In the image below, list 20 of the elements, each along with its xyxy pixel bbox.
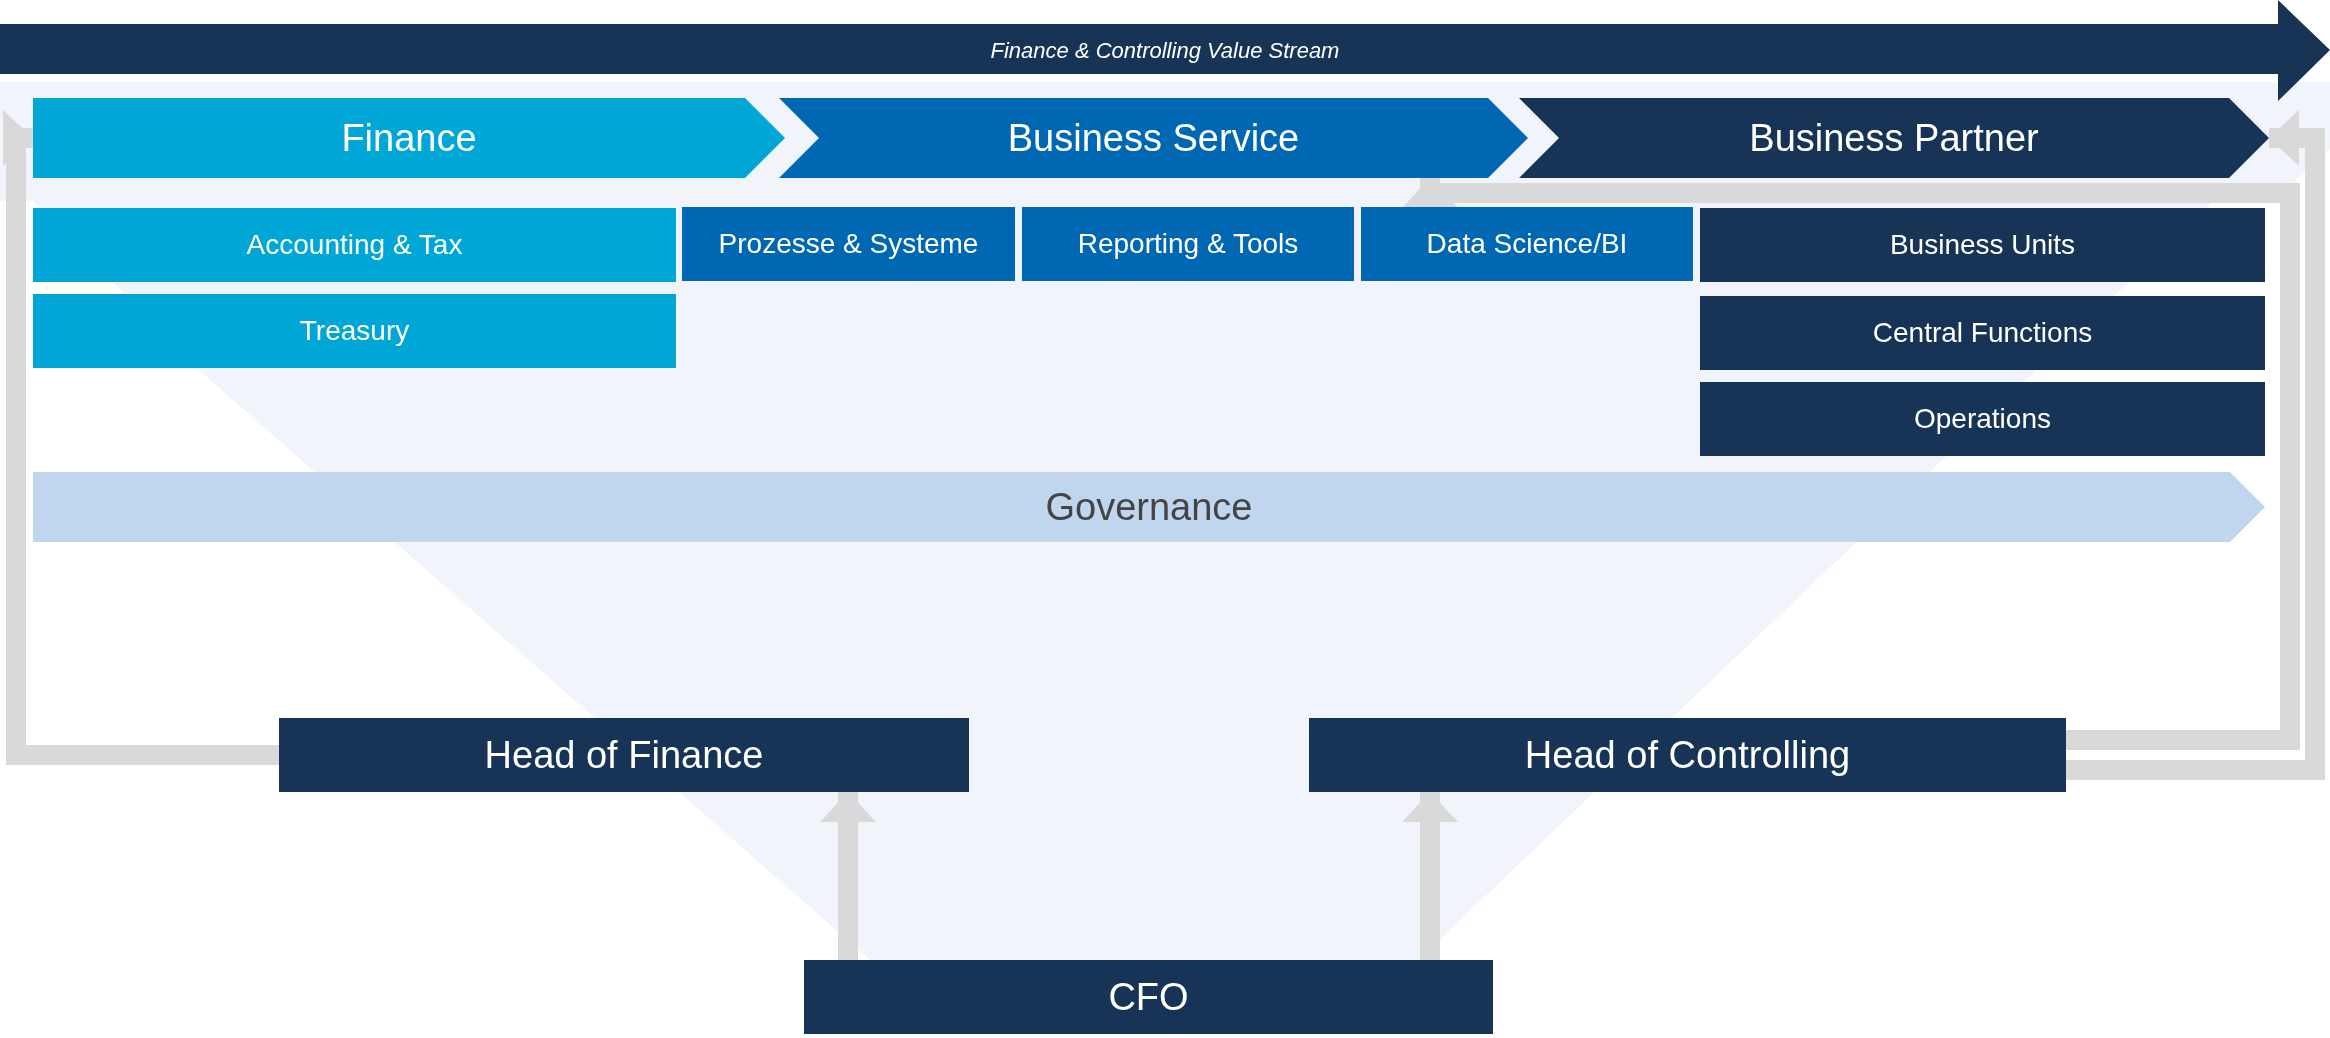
process-box: Treasury (33, 294, 676, 368)
arrow (3, 110, 279, 765)
arrow (820, 792, 876, 960)
process-box: Central Functions (1700, 296, 2265, 370)
role-box: Head of Finance (279, 718, 969, 792)
role-box: Head of Controlling (1309, 718, 2066, 792)
phase-header: Business Partner (1519, 98, 2269, 178)
phase-header: Finance (33, 98, 785, 178)
process-box: Prozesse & Systeme (682, 207, 1015, 281)
arrow (1402, 792, 1458, 960)
role-box: CFO (804, 960, 1493, 1034)
governance-band: Governance (33, 472, 2265, 542)
arrow (2066, 110, 2325, 780)
process-box: Data Science/BI (1361, 207, 1693, 281)
process-box: Operations (1700, 382, 2265, 456)
process-box: Accounting & Tax (33, 208, 676, 282)
phase-header: Business Service (779, 98, 1528, 178)
arrow (1402, 176, 2300, 750)
process-box: Reporting & Tools (1022, 207, 1354, 281)
process-box: Business Units (1700, 208, 2265, 282)
